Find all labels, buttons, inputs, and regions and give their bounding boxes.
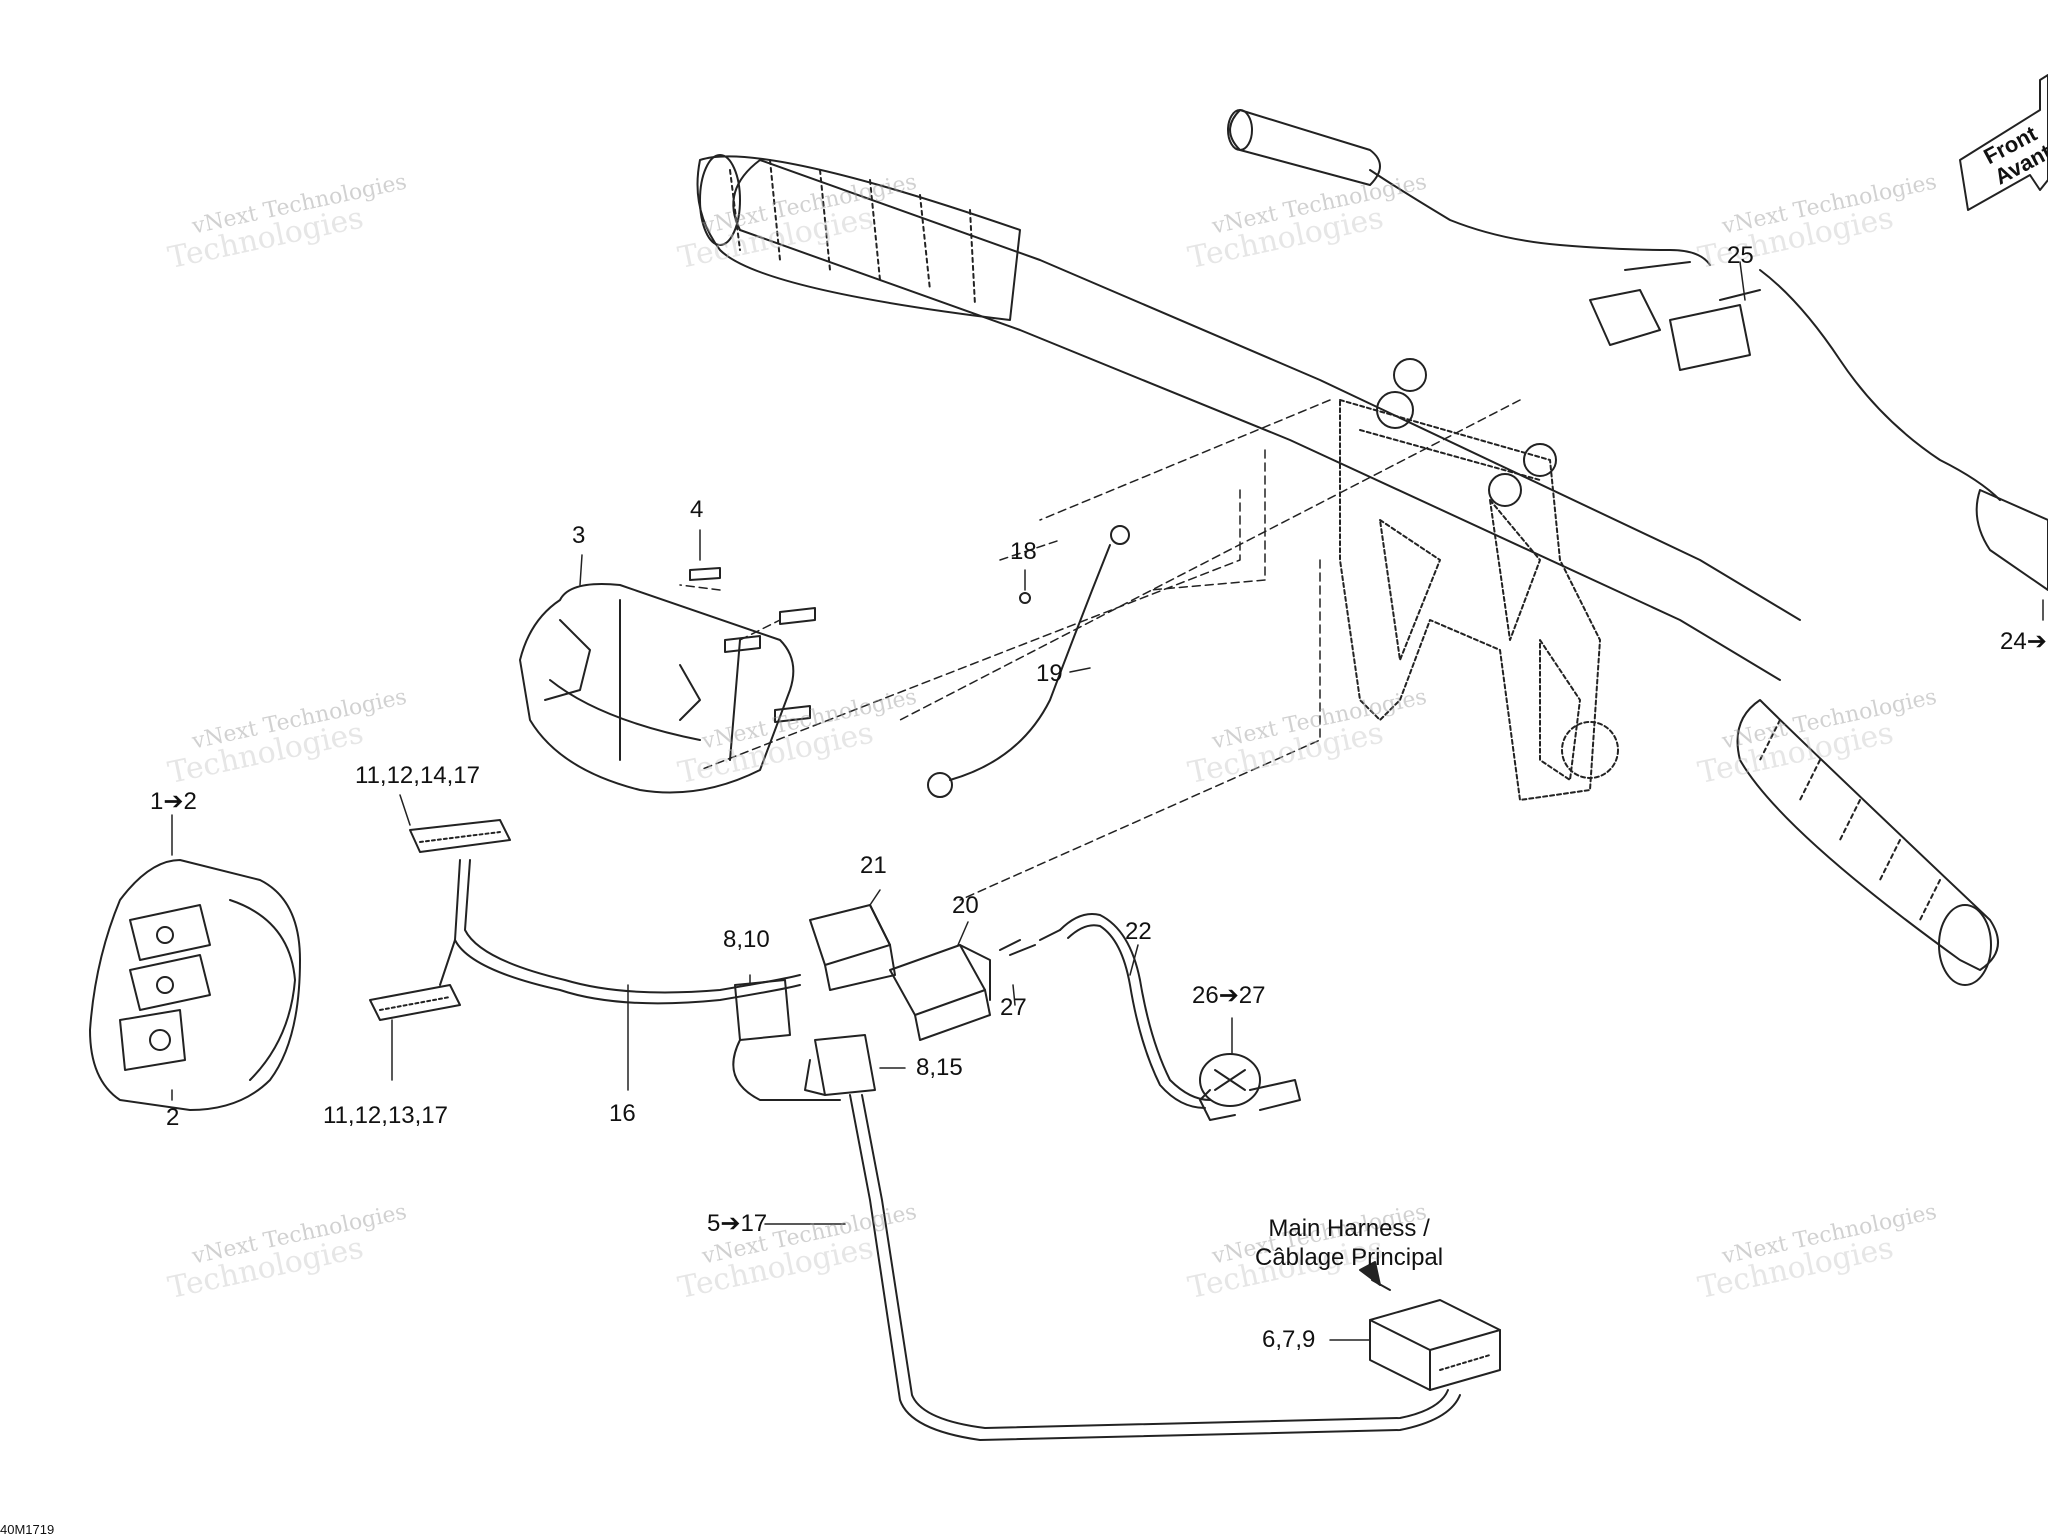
callout-19: 19 <box>1036 660 1063 687</box>
connector-pair-25 <box>1589 261 1761 371</box>
callout-20: 20 <box>952 892 979 919</box>
front-arrow-badge <box>1959 74 2048 211</box>
connector-21 <box>809 904 896 991</box>
main-harness-connector-6-7-9 <box>1369 1279 1501 1391</box>
pin-header-bottom <box>369 984 461 1021</box>
connector-20 <box>889 944 991 1041</box>
callout-21: 21 <box>860 852 887 879</box>
right-grip <box>1736 699 1999 986</box>
callout-8-15: 8,15 <box>916 1054 963 1081</box>
wiring-harness-22 <box>1059 913 1211 1109</box>
arrow-to-main-harness <box>1359 1261 1381 1286</box>
document-id: 40M1719 <box>0 1522 55 1536</box>
leader-lines <box>171 261 2044 1341</box>
terminal-pins-27 <box>999 929 1061 956</box>
callout-22: 22 <box>1125 918 1152 945</box>
callout-2: 2 <box>166 1104 180 1131</box>
callout-27: 27 <box>1000 994 1027 1021</box>
screws-4 <box>689 567 816 723</box>
assembly-lines <box>679 399 1521 901</box>
grip-heater-element-right <box>1759 269 2048 591</box>
callout-8-10: 8,10 <box>723 926 770 953</box>
wiring-harness-5-17 <box>849 1094 1461 1441</box>
grip-heater-element <box>1227 109 1711 266</box>
switch-block-1-2 <box>89 859 301 1111</box>
main-harness-label: Main Harness / Câblage Principal <box>1255 1215 1444 1271</box>
callout-3: 3 <box>572 522 586 549</box>
left-grip <box>696 154 1021 321</box>
callout-25: 25 <box>1727 242 1754 269</box>
handlebar-riser <box>1339 358 1619 801</box>
handlebar <box>732 159 1801 681</box>
callout-5-17: 5➔17 <box>707 1210 768 1237</box>
connector-8-15 <box>804 1034 876 1096</box>
callout-16: 16 <box>609 1100 636 1127</box>
ground-wire-19 <box>927 525 1130 798</box>
callout-1-2: 1➔2 <box>150 788 197 815</box>
pin-header-top <box>409 819 511 853</box>
switch-housing-3 <box>519 583 795 794</box>
callout-24: 24➔ <box>2000 628 2047 655</box>
callout-6-7-9: 6,7,9 <box>1262 1326 1316 1353</box>
callout-11-12-13-17: 11,12,13,17 <box>323 1102 449 1129</box>
callout-26-27: 26➔27 <box>1192 982 1266 1009</box>
connector-8-10 <box>732 979 841 1101</box>
callout-11-12-14-17: 11,12,14,17 <box>355 762 481 789</box>
callout-18: 18 <box>1010 538 1037 565</box>
callout-4: 4 <box>690 496 704 523</box>
switch-26 <box>1199 1053 1301 1121</box>
